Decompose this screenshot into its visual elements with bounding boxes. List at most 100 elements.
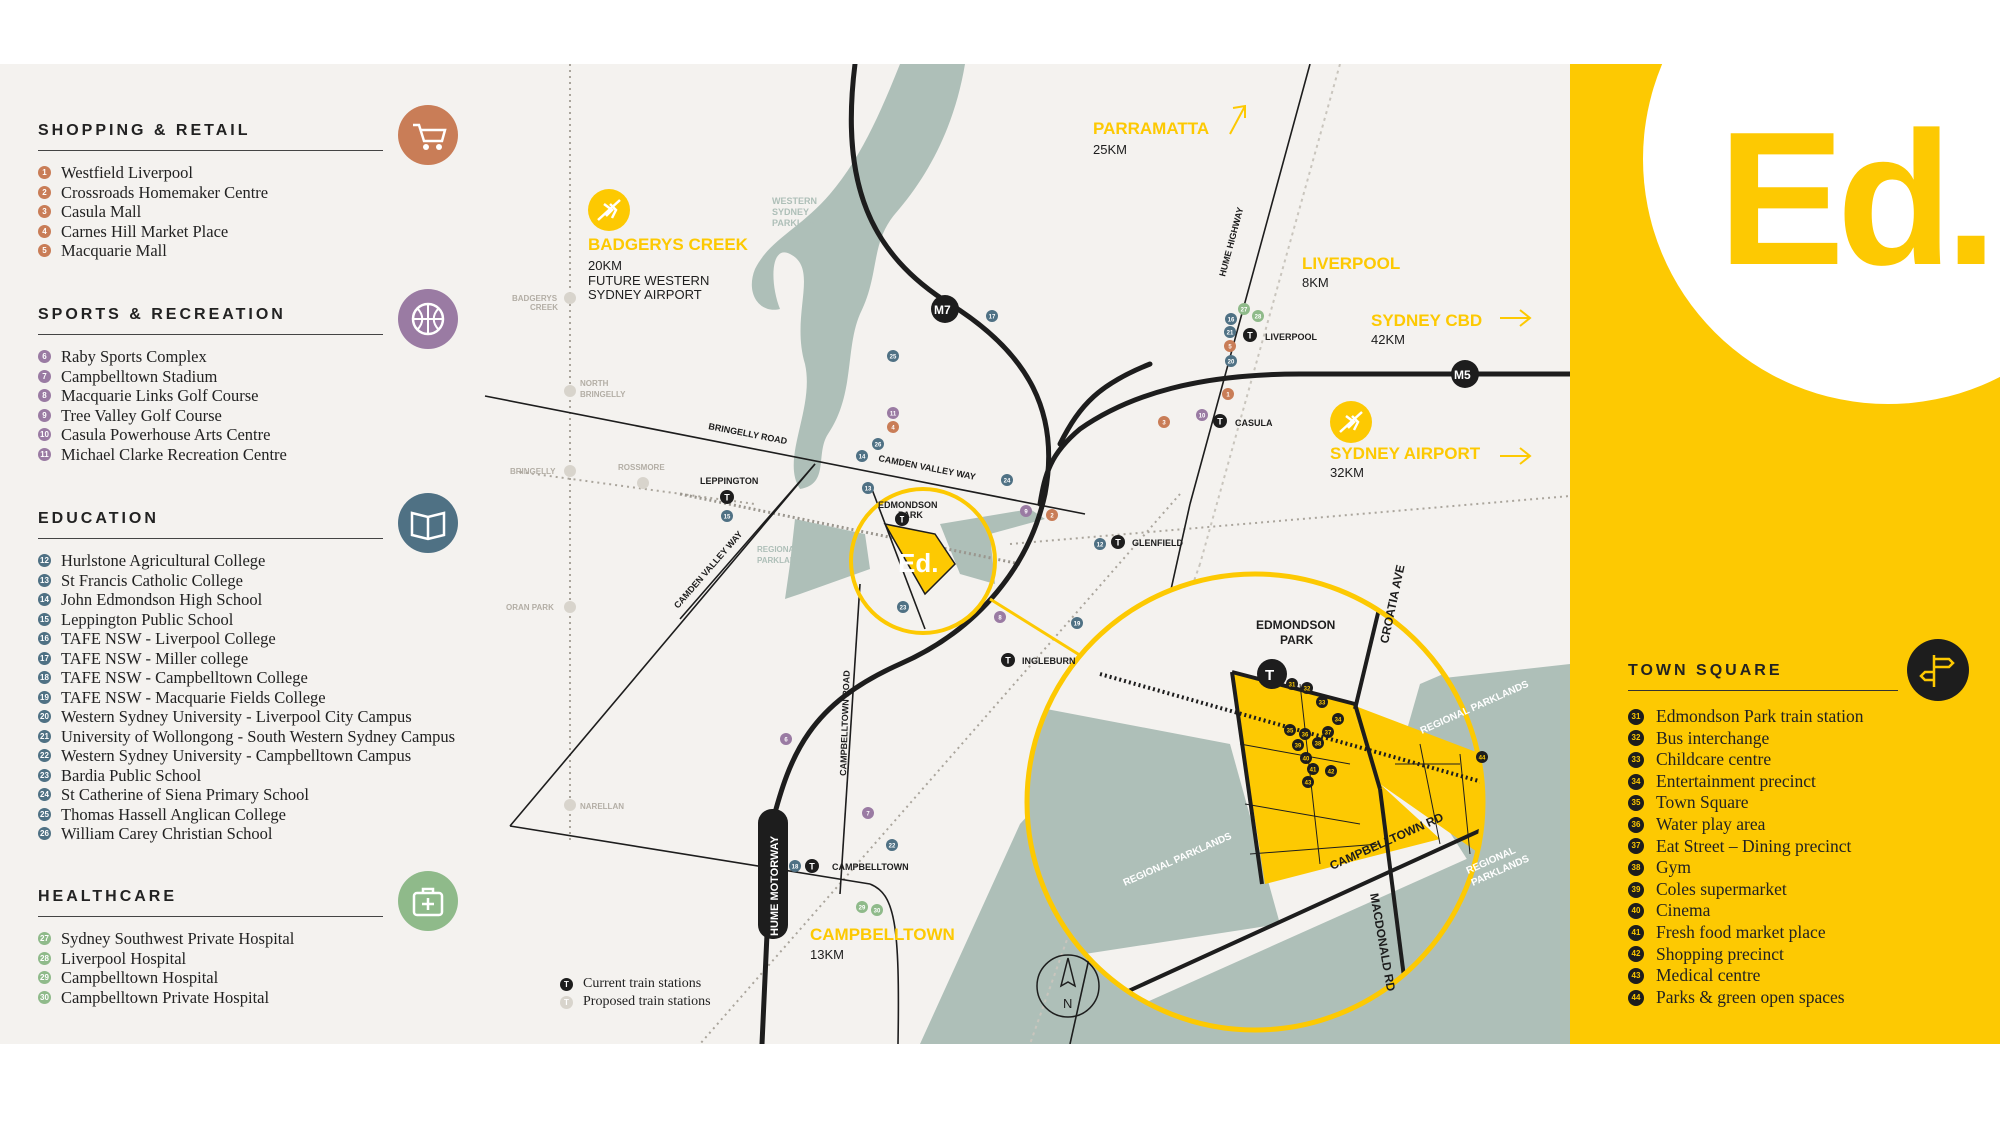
list-item-label: Macquarie Mall [61, 241, 167, 260]
amenity-marker: 4 [887, 421, 899, 433]
marker-number: 10 [1199, 414, 1206, 420]
number-badge: 41 [1628, 924, 1644, 941]
number-badge: 17 [38, 651, 51, 665]
number-badge: 5 [38, 244, 51, 258]
amenity-marker: 21 [1224, 326, 1236, 338]
svg-text:43: 43 [1305, 781, 1312, 787]
number-badge: 36 [1628, 816, 1644, 833]
svg-text:LEPPINGTON: LEPPINGTON [700, 476, 758, 486]
section-title: SPORTS & RECREATION [38, 306, 383, 335]
svg-text:ROSSMORE: ROSSMORE [618, 463, 665, 472]
number-badge: 26 [38, 827, 51, 841]
marker-number: 14 [859, 455, 866, 461]
number-badge: 39 [1628, 881, 1644, 898]
amenity-markers: 1234567891011121314151617181920212223242… [721, 303, 1264, 916]
marker-number: 18 [792, 865, 799, 871]
svg-text:CAMPBELLTOWN: CAMPBELLTOWN [832, 862, 909, 872]
amenity-marker: 15 [721, 510, 733, 522]
list-item-label: John Edmondson High School [61, 590, 263, 609]
proposed-station-icon: T [560, 995, 573, 1009]
amenity-marker: 13 [862, 482, 874, 494]
amenity-marker: 18 [789, 860, 801, 872]
svg-text:WESTERN: WESTERN [772, 196, 817, 206]
list-item-label: Casula Mall [61, 202, 142, 221]
list-item: 11 Michael Clarke Recreation Centre [38, 445, 463, 465]
western-sydney-parklands [751, 64, 965, 489]
marker-number: 27 [1241, 308, 1248, 314]
amenity-marker: 10 [1196, 409, 1208, 421]
marker-number: 28 [1255, 315, 1262, 321]
list-item-label: Entertainment precinct [1656, 770, 1816, 791]
number-badge: 31 [1628, 708, 1644, 725]
amenity-marker: 27 [1238, 303, 1250, 315]
number-badge: 11 [38, 447, 51, 461]
marker-number: 3 [1162, 421, 1166, 427]
regional-parklands-east [940, 509, 1045, 584]
road-label: HUME HIGHWAY [1217, 206, 1245, 277]
amenity-marker: 17 [986, 310, 998, 322]
svg-text:T: T [724, 493, 730, 503]
number-badge: 3 [38, 205, 51, 219]
shopping-cart-icon [398, 105, 458, 165]
svg-text:PARK: PARK [1280, 633, 1313, 647]
list-item-label: Bus interchange [1656, 727, 1770, 748]
road-label: CAMDEN VALLEY WAY [672, 529, 744, 610]
list-item-label: Campbelltown Stadium [61, 366, 218, 386]
list-item-label: Westfield Liverpool [61, 163, 194, 182]
list-item-label: Crossroads Homemaker Centre [61, 182, 269, 202]
list-item-label: Campbelltown Hospital [61, 968, 219, 987]
list-item-label: William Carey Christian School [61, 824, 273, 843]
svg-text:PARRAMATTA: PARRAMATTA [1093, 119, 1209, 138]
amenity-marker: 20 [1225, 355, 1237, 367]
number-badge: 30 [38, 990, 51, 1004]
number-badge: 33 [1628, 751, 1644, 768]
site-shape [883, 522, 956, 596]
list-item-label: Western Sydney University - Liverpool Ci… [61, 707, 412, 726]
number-badge: 22 [38, 749, 51, 763]
motorways [759, 64, 1570, 1044]
town-square-marker: 43 [1302, 776, 1314, 788]
m7-shield [931, 295, 959, 323]
train-station-marker: T [720, 490, 734, 504]
marker-number: 26 [875, 443, 882, 449]
list-item-label: Casula Powerhouse Arts Centre [61, 425, 271, 444]
town-square-marker: 44 [1476, 751, 1488, 763]
list-item-label: Fresh food market place [1656, 921, 1826, 942]
number-badge: 19 [38, 690, 51, 704]
amenity-marker: 19 [1071, 617, 1083, 629]
proposed-station-markers [564, 292, 649, 811]
list-item: 10 Casula Powerhouse Arts Centre [38, 425, 463, 445]
svg-text:SYDNEY: SYDNEY [772, 207, 809, 217]
svg-text:T: T [809, 862, 815, 872]
number-badge: 7 [38, 369, 51, 383]
direction-arrows [1229, 104, 1532, 465]
number-badge: 25 [38, 807, 51, 821]
town-square-title: TOWN SQUARE [1628, 662, 1898, 691]
list-item: 20 Western Sydney University - Liverpool … [38, 707, 463, 727]
number-badge: 20 [38, 710, 51, 724]
list-item-label: TAFE NSW - Macquarie Fields College [61, 687, 326, 707]
svg-text:N: N [1063, 996, 1072, 1011]
proposed-station-labels: BADGERYS CREEK NORTH BRINGELLY BRINGELLY… [506, 294, 665, 811]
list-item: 41 Fresh food market place [1628, 922, 1864, 944]
svg-text:T: T [1115, 538, 1121, 548]
list-item-label: Gym [1656, 857, 1691, 878]
road-label: CAMDEN VALLEY WAY [878, 453, 977, 482]
list-item-label: Leppington Public School [61, 609, 234, 629]
number-badge: 10 [38, 428, 51, 442]
svg-text:36: 36 [1302, 733, 1309, 739]
svg-text:M7: M7 [934, 303, 951, 317]
svg-text:37: 37 [1325, 731, 1332, 737]
airplane-icon [588, 189, 630, 231]
list-item-label: Michael Clarke Recreation Centre [61, 444, 287, 464]
number-badge: 34 [1628, 773, 1644, 790]
